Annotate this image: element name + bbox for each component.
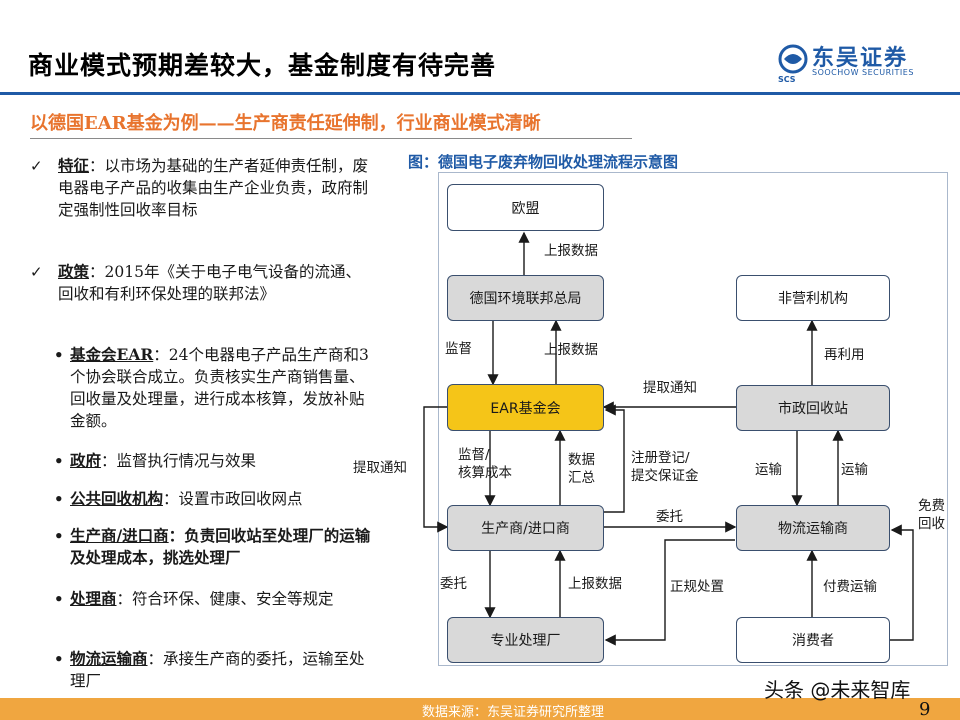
gov-item: • 政府：监督执行情况与效果 bbox=[54, 451, 257, 470]
label-pickup-notice-top: 提取通知 bbox=[643, 380, 697, 396]
node-ear: EAR基金会 bbox=[447, 384, 604, 431]
policy-term: 政策 bbox=[58, 262, 90, 281]
arrow-logistics-to-treatment bbox=[604, 539, 735, 646]
label-report-federal: 上报数据 bbox=[544, 342, 598, 358]
arrow-ear-to-producer-loop bbox=[423, 406, 449, 533]
node-logistics: 物流运输商 bbox=[736, 505, 890, 551]
label-reuse: 再利用 bbox=[824, 347, 865, 363]
node-nonprofit: 非营利机构 bbox=[736, 275, 890, 321]
producer-item: • 生产商/进口商：负责回收站至处理厂的运输及处理成本，挑选处理厂 bbox=[54, 526, 371, 567]
ear-term: 基金会EAR bbox=[70, 345, 154, 364]
bullet-icon: • bbox=[54, 527, 64, 545]
processor-item: • 处理商：符合环保、健康、安全等规定 bbox=[54, 589, 334, 608]
data-source: 数据来源：东吴证券研究所整理 bbox=[422, 705, 605, 720]
label-supervise: 监督 bbox=[445, 341, 472, 357]
label-compliant: 正规处置 bbox=[670, 579, 724, 595]
page-title: 商业模式预期差较大，基金制度有待完善 bbox=[28, 51, 497, 80]
feature-term: 特征 bbox=[58, 156, 90, 175]
feature-item: ✓ 特征：以市场为基础的生产者延伸责任制，废电器电子产品的收集由生产企业负责，政… bbox=[30, 156, 369, 219]
checkmark-icon: ✓ bbox=[30, 157, 43, 175]
processor-text: 符合环保、健康、安全等规定 bbox=[132, 590, 334, 608]
policy-text: 2015年《关于电子电气设备的流通、回收和有利环保处理的联邦法》 bbox=[58, 263, 361, 303]
checkmark-icon: ✓ bbox=[30, 263, 43, 281]
logo-text-cn: 东吴证券 bbox=[812, 46, 909, 71]
node-eu: 欧盟 bbox=[447, 184, 604, 231]
arrow-consumer-free-recycle bbox=[890, 524, 914, 641]
label-report-treatment: 上报数据 bbox=[568, 576, 622, 592]
policy-item: ✓ 政策：2015年《关于电子电气设备的流通、回收和有利环保处理的联邦法》 bbox=[30, 262, 361, 303]
logo-icon bbox=[778, 44, 808, 74]
arrow-producer-register bbox=[604, 404, 625, 513]
public-recycle-term: 公共回收机构 bbox=[70, 489, 164, 508]
node-municipal: 市政回收站 bbox=[736, 385, 890, 431]
node-treatment: 专业处理厂 bbox=[447, 617, 604, 663]
logistics-text: 承接生产商的委托，运输至处理厂 bbox=[70, 650, 365, 690]
logo-text-scs: SCS bbox=[778, 75, 796, 84]
label-supervise-account: 监督/ 核算成本 bbox=[458, 447, 512, 481]
node-federal: 德国环境联邦总局 bbox=[447, 275, 604, 321]
subtitle-divider bbox=[30, 138, 632, 139]
ear-item: • 基金会EAR：24个电器电子产品生产商和3个协会联合成立。负责核实生产商销售… bbox=[54, 345, 369, 430]
title-divider bbox=[0, 92, 960, 95]
logistics-item: • 物流运输商：承接生产商的委托，运输至处理厂 bbox=[54, 649, 365, 690]
gov-term: 政府 bbox=[70, 451, 102, 470]
gov-text: 监督执行情况与效果 bbox=[116, 452, 257, 470]
producer-term: 生产商/进口商 bbox=[70, 526, 169, 545]
footer-bar bbox=[0, 698, 960, 720]
logo-text-en: SOOCHOW SECURITIES bbox=[812, 68, 914, 77]
bullet-icon: • bbox=[54, 650, 64, 668]
public-recycle-item: • 公共回收机构：设置市政回收网点 bbox=[54, 489, 303, 508]
label-transport-b: 运输 bbox=[841, 462, 868, 478]
label-data-summary: 数据 汇总 bbox=[568, 452, 595, 486]
ear-text: 24个电器电子产品生产商和3个协会联合成立。负责核实生产商销售量、回收量及处理量… bbox=[70, 346, 369, 430]
bullet-icon: • bbox=[54, 590, 64, 608]
logistics-term: 物流运输商 bbox=[70, 649, 148, 668]
page-number: 9 bbox=[919, 699, 931, 720]
watermark: 头条 @未来智库 bbox=[764, 678, 911, 702]
label-report-eu: 上报数据 bbox=[544, 243, 598, 259]
label-free-recycle: 免费 回收 bbox=[918, 498, 945, 532]
node-consumer: 消费者 bbox=[736, 617, 890, 663]
bullet-icon: • bbox=[54, 490, 64, 508]
label-register: 注册登记/ 提交保证金 bbox=[631, 450, 699, 484]
label-transport-a: 运输 bbox=[755, 462, 782, 478]
label-entrust-down: 委托 bbox=[440, 576, 467, 592]
node-producer: 生产商/进口商 bbox=[447, 505, 604, 551]
producer-text: 负责回收站至处理厂的运输及处理成本，挑选处理厂 bbox=[70, 526, 371, 567]
label-paid-transport: 付费运输 bbox=[823, 579, 877, 595]
figure-title: 图：德国电子废弃物回收处理流程示意图 bbox=[408, 153, 679, 171]
diagram-frame bbox=[438, 172, 948, 666]
section-subtitle: 以德国EAR基金为例——生产商责任延伸制，行业商业模式清晰 bbox=[30, 113, 541, 134]
processor-term: 处理商 bbox=[70, 589, 117, 608]
feature-text: 以市场为基础的生产者延伸责任制，废电器电子产品的收集由生产企业负责，政府制定强制… bbox=[58, 157, 369, 219]
label-pickup-notice-left: 提取通知 bbox=[353, 460, 407, 476]
bullet-icon: • bbox=[54, 346, 64, 364]
public-recycle-text: 设置市政回收网点 bbox=[178, 490, 303, 508]
label-entrust-right: 委托 bbox=[656, 509, 683, 525]
bullet-icon: • bbox=[54, 452, 64, 470]
